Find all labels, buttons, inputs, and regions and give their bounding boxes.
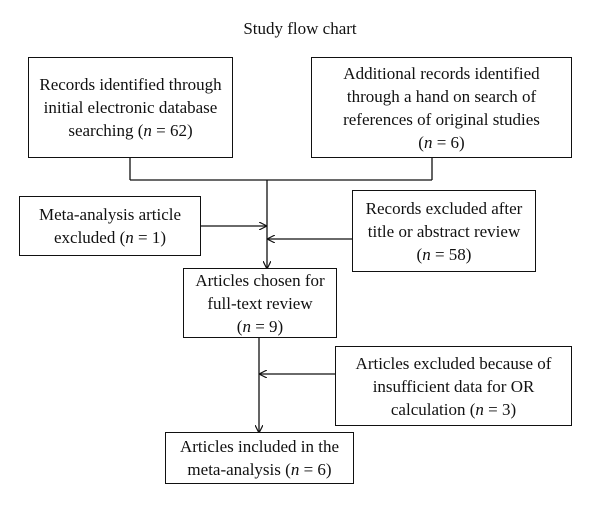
box-text-line: Additional records identified [343, 63, 540, 83]
n-symbol: n [143, 121, 152, 140]
count-value: = 62) [151, 121, 193, 140]
box-text-line: references of original studies [343, 109, 540, 129]
box-text-line: Meta-analysis article [38, 205, 182, 224]
chart-title: Study flow chart [243, 19, 357, 38]
box-text-line: Records identified through [39, 75, 222, 94]
n-symbol: n [423, 132, 433, 152]
insufficient-data-excluded-box: Articles excluded because of insufficien… [335, 346, 572, 426]
box-text-fragment: calculation ( [390, 399, 476, 419]
full-text-review-box: Articles chosen for full-text review (n … [183, 268, 337, 338]
box-text-fragment: meta-analysis ( [187, 460, 291, 479]
box-count-line: excluded (n = 1) [54, 226, 166, 249]
n-symbol: n [475, 399, 484, 419]
n-symbol: n [242, 316, 251, 336]
box-text-line: through a hand on search of [346, 86, 537, 106]
box-text-line: Articles included in the [179, 437, 340, 456]
records-excluded-box: Records excluded after title or abstract… [352, 190, 536, 272]
n-symbol: n [125, 228, 134, 247]
count-value: = 58) [430, 244, 472, 264]
box-text-fragment: ( [418, 132, 424, 152]
box-count-line: (n = 58) [417, 243, 472, 266]
box-text-fragment: searching ( [68, 121, 144, 140]
box-count-line: searching (n = 62) [68, 119, 192, 142]
box-text-line: insufficient data for OR [372, 376, 535, 396]
box-count-line: calculation (n = 3) [391, 398, 516, 421]
box-count-line: (n = 6) [418, 131, 464, 154]
n-symbol: n [290, 460, 300, 479]
additional-records-box: Additional records identified through a … [311, 57, 572, 158]
count-value: = 1) [133, 228, 167, 247]
records-identified-box: Records identified through initial elect… [28, 57, 233, 158]
count-value: = 3) [483, 399, 517, 419]
box-count-line: (n = 9) [237, 315, 283, 338]
included-articles-box: Articles included in the meta-analysis (… [165, 432, 354, 484]
box-text-fragment: ( [236, 316, 243, 336]
box-text-line: title or abstract review [367, 221, 521, 241]
count-value: = 9) [250, 316, 284, 336]
box-text-fragment: excluded ( [53, 228, 126, 247]
box-text-line: full-text review [207, 293, 313, 313]
meta-analysis-excluded-box: Meta-analysis article excluded (n = 1) [19, 196, 201, 256]
count-value: = 6) [432, 132, 465, 152]
box-text-fragment: ( [416, 244, 423, 264]
box-text-line: Articles chosen for [195, 270, 325, 290]
box-text-line: Records excluded after [365, 198, 523, 218]
box-text-line: initial electronic database [43, 98, 218, 117]
box-count-line: meta-analysis (n = 6) [187, 458, 331, 481]
count-value: = 6) [299, 460, 332, 479]
box-text-line: Articles excluded because of [355, 353, 552, 373]
n-symbol: n [422, 244, 431, 264]
